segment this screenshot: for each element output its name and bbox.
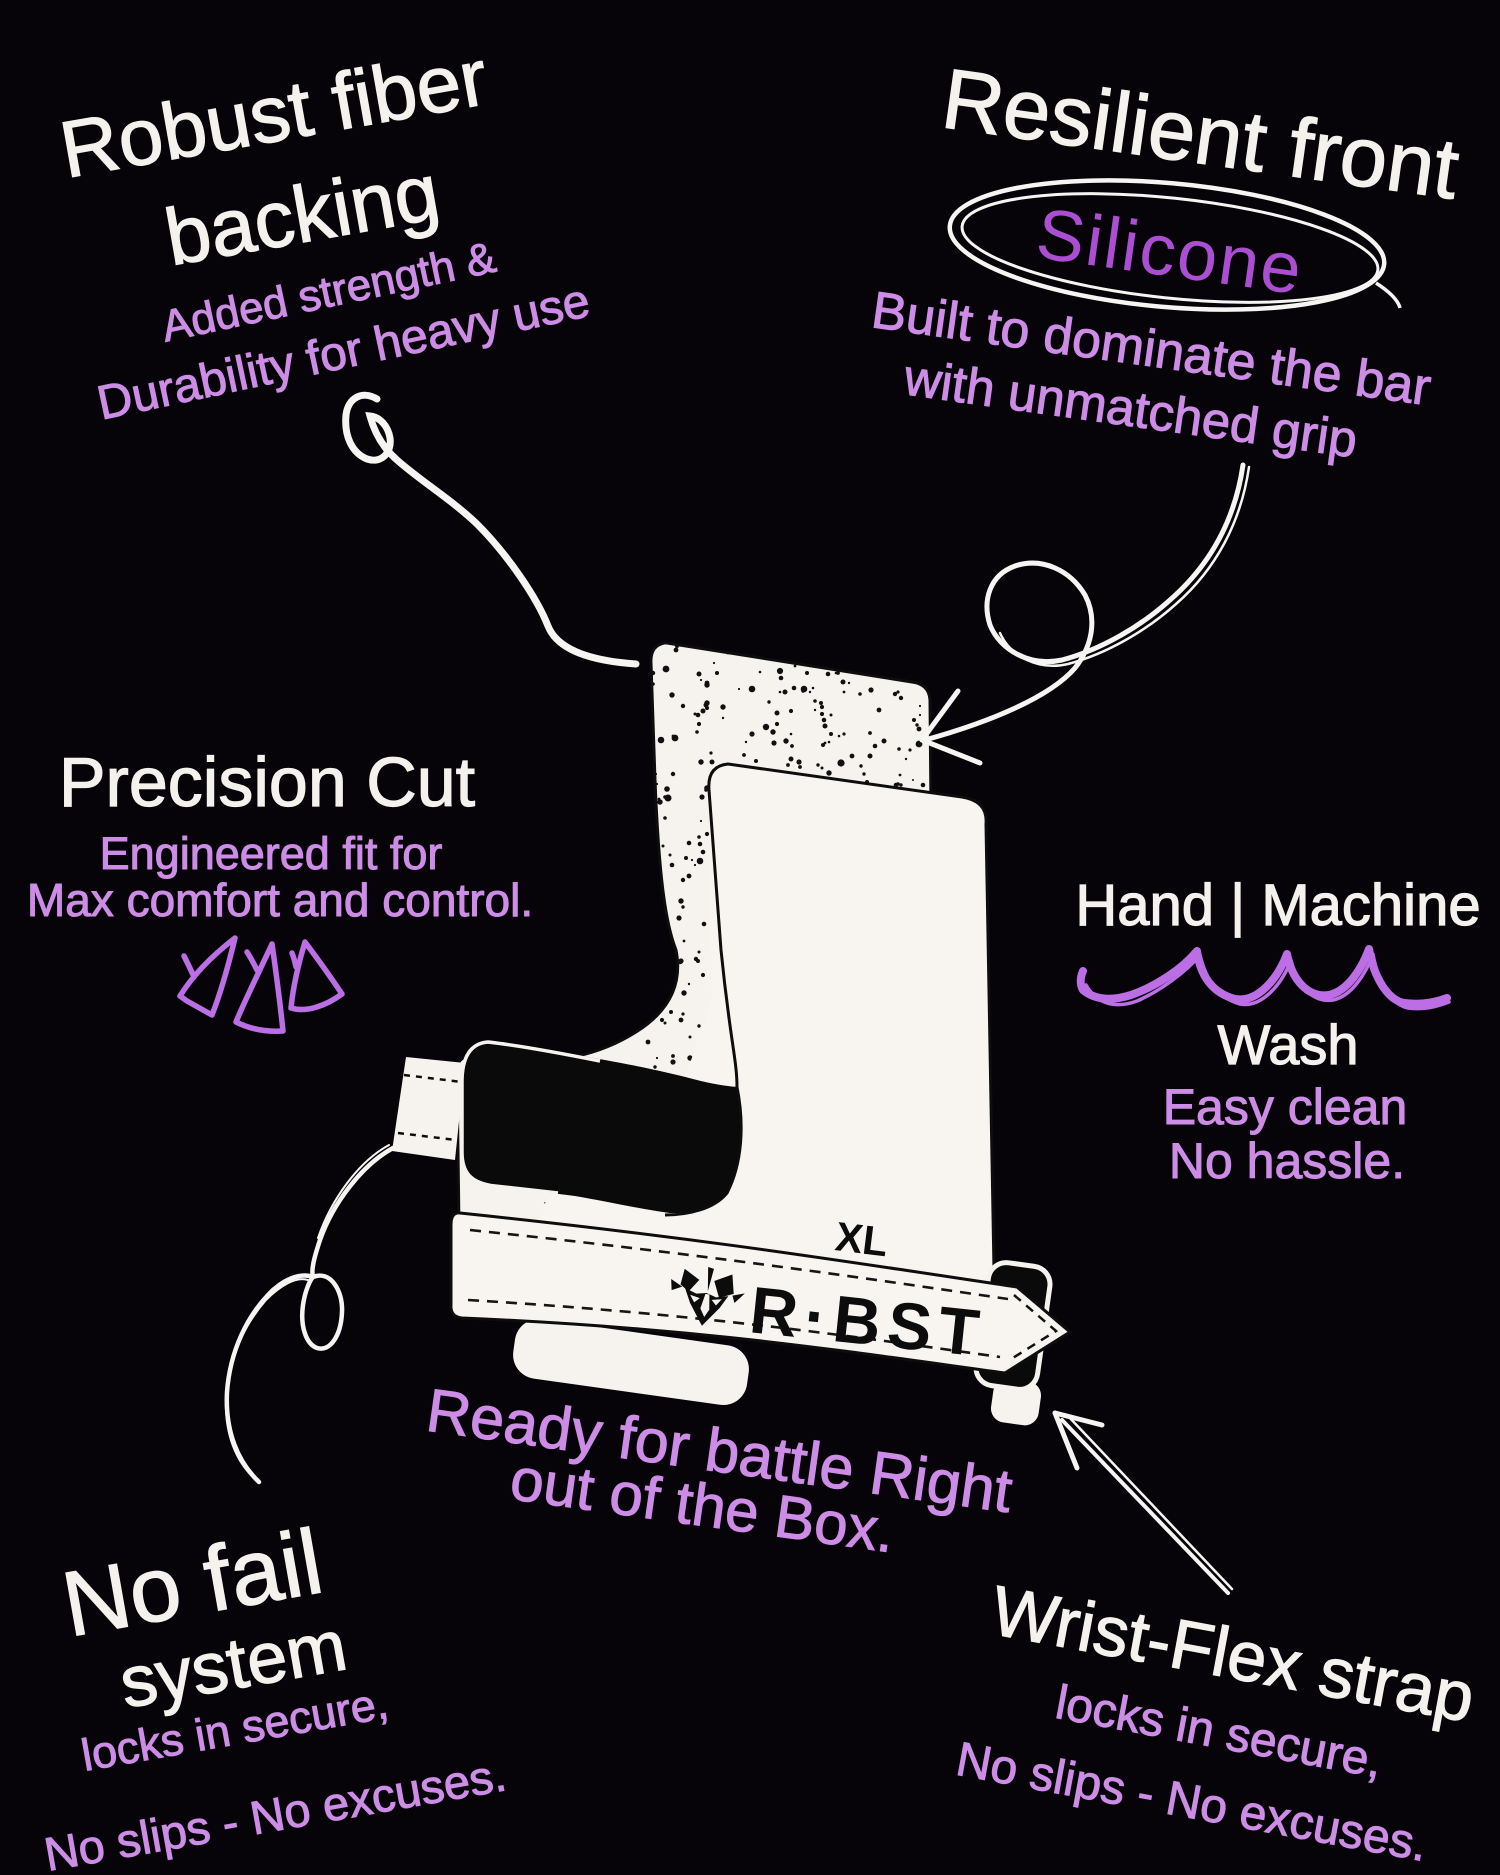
svg-text:Easy clean: Easy clean: [1163, 1079, 1408, 1135]
svg-text:Hand | Machine: Hand | Machine: [1075, 873, 1480, 938]
svg-text:XL: XL: [833, 1213, 891, 1265]
svg-text:Engineered fit for: Engineered fit for: [100, 828, 443, 879]
svg-text:Precision Cut: Precision Cut: [59, 743, 475, 821]
svg-text:Wash: Wash: [1217, 1013, 1358, 1076]
svg-text:No hassle.: No hassle.: [1169, 1133, 1405, 1189]
svg-text:Max comfort and control.: Max comfort and control.: [27, 874, 533, 926]
